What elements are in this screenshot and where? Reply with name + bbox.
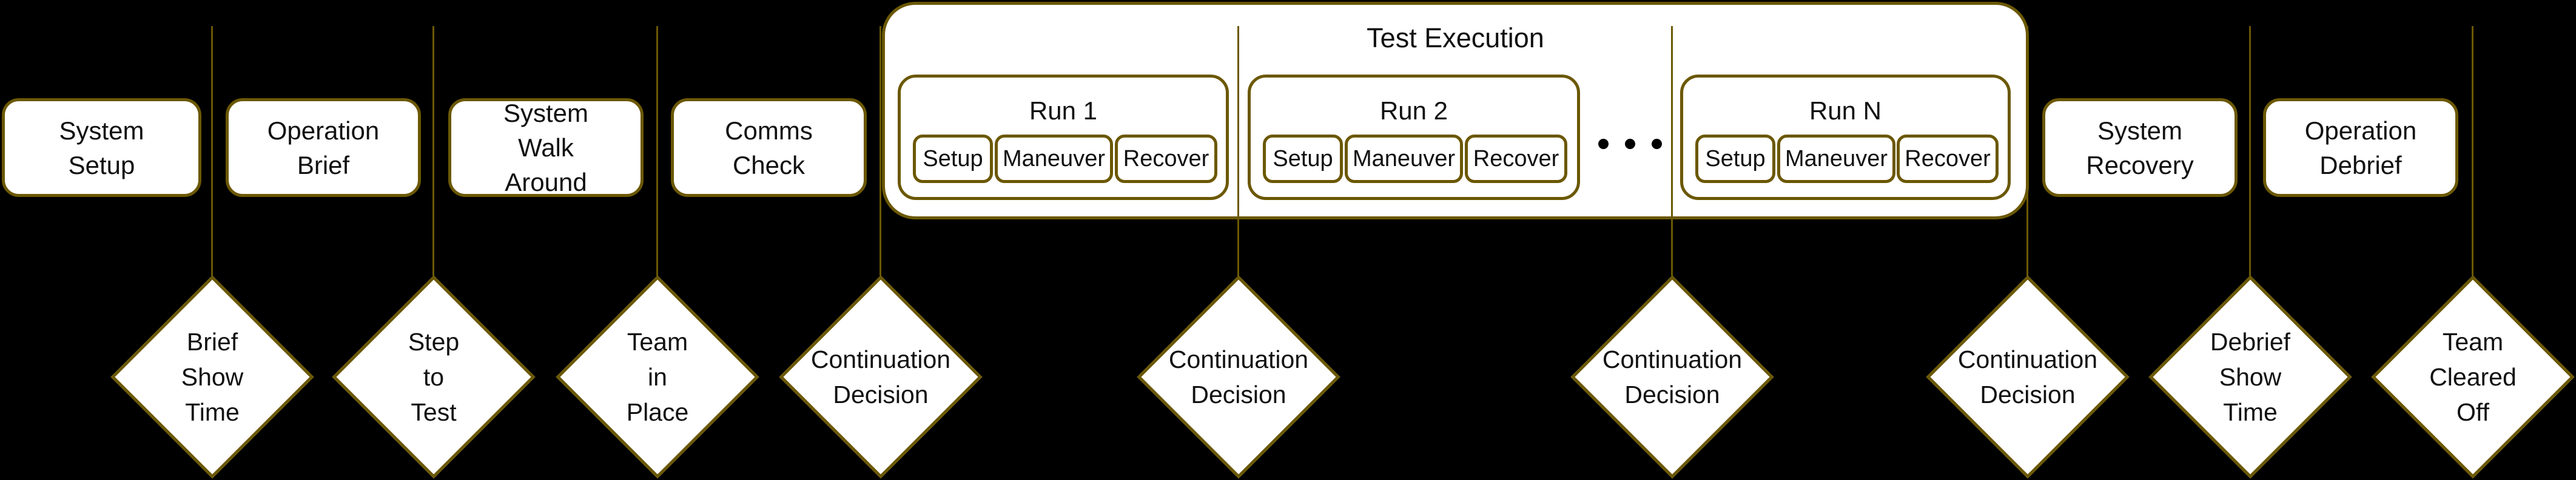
timeline-connector-line: [2026, 26, 2028, 276]
milestone-label: Debrief Show Time: [2210, 328, 2291, 426]
milestone-label: Continuation Decision: [1602, 345, 1743, 408]
milestone-label: Brief Show Time: [181, 328, 244, 426]
phase-box-system-setup: System Setup: [2, 98, 201, 197]
timeline-connector-line: [211, 26, 213, 276]
milestone-diamond-step-to-test: Step to Test: [332, 275, 536, 479]
milestone-diamond-team-cleared-off: Team Cleared Off: [2371, 275, 2575, 479]
run-n-title: Run N: [1809, 96, 1882, 125]
run-2-title: Run 2: [1379, 96, 1448, 125]
phase-box-operation-brief: Operation Brief: [226, 98, 421, 197]
run-n-step-recover: Recover: [1897, 135, 1999, 183]
timeline-connector-line: [432, 26, 434, 276]
milestone-diamond-continuation-decision-4: Continuation Decision: [1926, 275, 2130, 479]
run-n-step-setup: Setup: [1695, 135, 1775, 183]
run-n-step-maneuver: Maneuver: [1777, 135, 1895, 183]
milestone-diamond-debrief-show-time: Debrief Show Time: [2148, 275, 2352, 479]
milestone-label: Team Cleared Off: [2429, 328, 2517, 426]
timeline-connector-line: [656, 26, 658, 276]
phase-box-system-walk-around: System Walk Around: [448, 98, 644, 197]
run-1-title: Run 1: [1029, 96, 1098, 125]
milestone-label: Continuation Decision: [1957, 345, 2098, 408]
phase-box-operation-debrief: Operation Debrief: [2263, 98, 2458, 197]
milestone-label: Continuation Decision: [810, 345, 951, 408]
phase-box-comms-check: Comms Check: [671, 98, 867, 197]
timeline-connector-line: [1671, 26, 1673, 276]
test-execution-title: Test Execution: [1367, 22, 1544, 53]
timeline-connector-line: [2472, 26, 2473, 276]
run-2-step-setup: Setup: [1263, 135, 1343, 183]
run-1-step-maneuver: Maneuver: [995, 135, 1113, 183]
milestone-diamond-team-in-place: Team in Place: [556, 275, 759, 479]
run-2-step-recover: Recover: [1465, 135, 1567, 183]
timeline-connector-line: [1237, 26, 1239, 276]
milestone-diamond-continuation-decision-2: Continuation Decision: [1137, 275, 1340, 479]
milestone-diamond-brief-show-time: Brief Show Time: [110, 275, 314, 479]
milestone-label: Team in Place: [626, 328, 689, 426]
run-1-step-setup: Setup: [913, 135, 993, 183]
milestone-label: Step to Test: [408, 328, 460, 426]
timeline-connector-line: [2249, 26, 2251, 276]
milestone-label: Continuation Decision: [1168, 345, 1309, 408]
run-2-step-maneuver: Maneuver: [1345, 135, 1463, 183]
milestone-diamond-continuation-decision-1: Continuation Decision: [779, 275, 983, 479]
run-1-step-recover: Recover: [1115, 135, 1217, 183]
phase-box-system-recovery: System Recovery: [2042, 98, 2238, 197]
milestone-diamond-continuation-decision-3: Continuation Decision: [1570, 275, 1774, 479]
timeline-connector-line: [879, 26, 881, 276]
